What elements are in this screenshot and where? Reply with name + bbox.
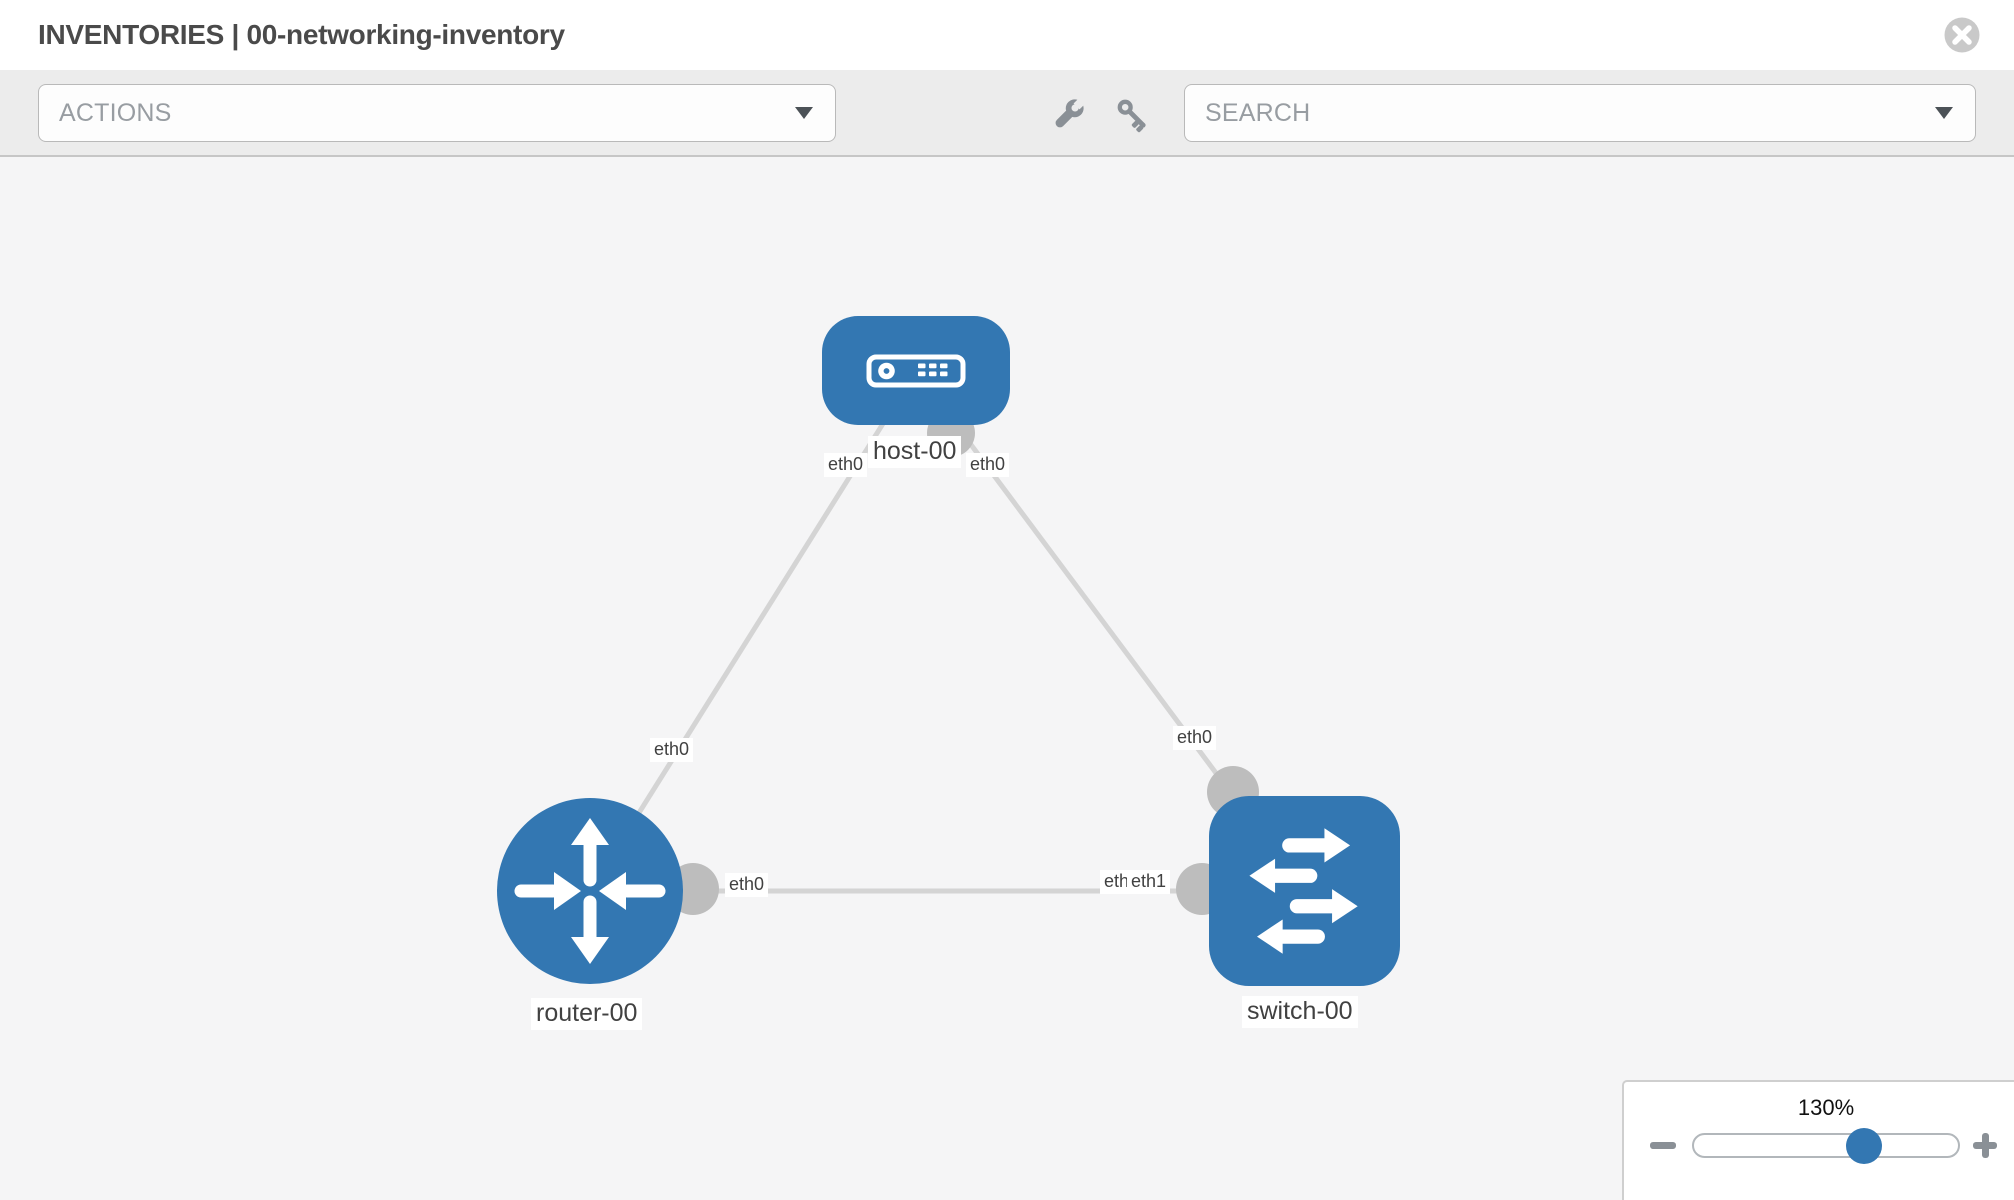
zoom-out-button[interactable] <box>1646 1128 1680 1162</box>
zoom-level: 130% <box>1797 1095 1855 1120</box>
chevron-down-icon <box>795 107 813 119</box>
search-dropdown-label: SEARCH <box>1205 98 1311 127</box>
interface-label-router-eth0: eth0 <box>650 738 694 762</box>
node-label-host: host-00 <box>868 436 962 468</box>
actions-dropdown-label: ACTIONS <box>59 98 172 127</box>
node-label-switch: switch-00 <box>1242 996 1358 1028</box>
chevron-down-icon <box>1935 107 1953 119</box>
links-layer <box>587 369 1307 915</box>
header-bar: INVENTORIES | 00-networking-inventory <box>0 0 2014 70</box>
zoom-slider-knob[interactable] <box>1846 1128 1882 1164</box>
key-icon <box>1117 99 1146 133</box>
search-dropdown[interactable]: SEARCH <box>1184 84 1976 142</box>
topology-canvas[interactable]: host-00 router-00 switch-00 eth0 eth0 et… <box>0 157 2014 1200</box>
close-icon <box>1944 17 1980 53</box>
interface-label-switch-eth1: eth1 <box>1127 870 1171 894</box>
tools-button[interactable] <box>1047 94 1089 136</box>
interface-label-host-eth0: eth0 <box>966 453 1010 477</box>
page-title: INVENTORIES | 00-networking-inventory <box>38 19 565 50</box>
zoom-panel: 130% <box>1622 1080 2014 1200</box>
actions-dropdown[interactable]: ACTIONS <box>38 84 836 142</box>
zoom-slider[interactable] <box>1692 1128 1960 1164</box>
zoom-in-button[interactable] <box>1968 1128 2002 1162</box>
switch-icon <box>1249 828 1358 954</box>
interface-label-router-eth0: eth0 <box>725 873 769 897</box>
node-switch[interactable] <box>1209 796 1400 986</box>
close-button[interactable] <box>1943 16 1981 54</box>
plus-icon <box>1981 1133 1989 1158</box>
host-icon <box>866 354 966 387</box>
minus-icon <box>1650 1142 1676 1149</box>
interface-label-host-eth0: eth0 <box>824 453 868 477</box>
interface-label-switch-eth0: eth0 <box>1173 726 1217 750</box>
node-host[interactable] <box>822 316 1010 425</box>
node-label-router: router-00 <box>531 998 643 1030</box>
toolbar: ACTIONS <box>0 70 2014 157</box>
wrench-icon <box>1055 95 1088 128</box>
credentials-button[interactable] <box>1112 94 1154 136</box>
node-router[interactable] <box>497 798 683 984</box>
interface-label-covered-eth0: eth0 <box>1100 870 1127 894</box>
router-icon <box>514 818 666 964</box>
